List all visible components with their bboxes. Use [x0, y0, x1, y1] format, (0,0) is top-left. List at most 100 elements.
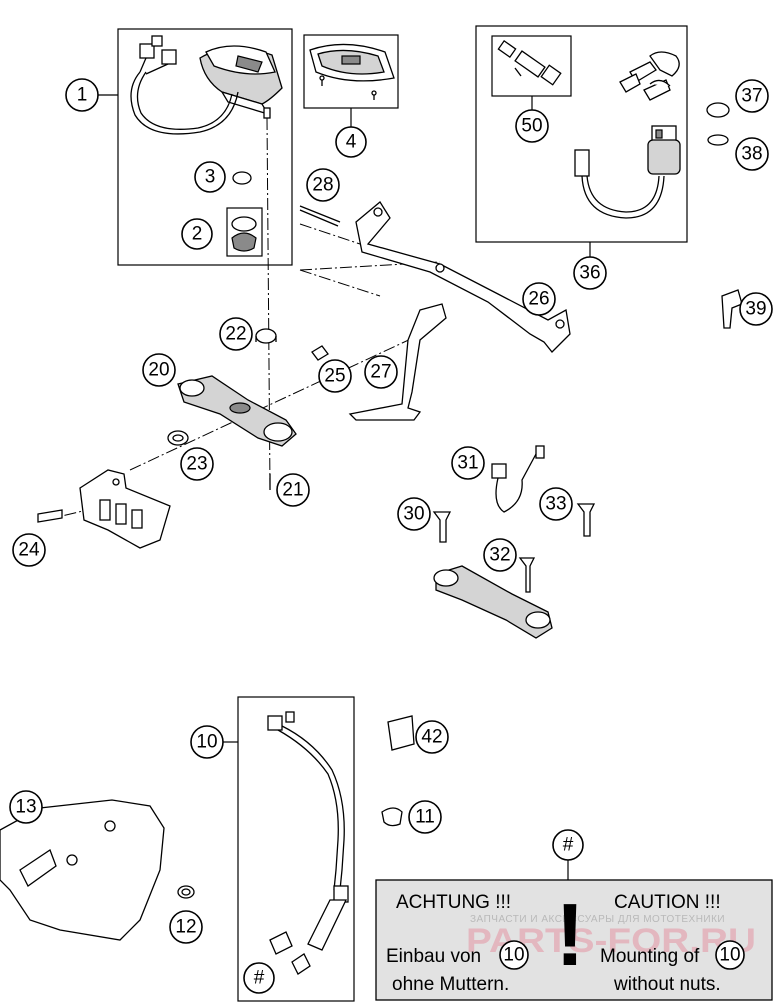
svg-text:21: 21	[282, 480, 303, 501]
speedometer-part	[130, 35, 283, 135]
svg-text:3: 3	[205, 167, 216, 188]
notice-title-en: CAUTION !!!	[614, 892, 721, 913]
svg-text:37: 37	[741, 86, 762, 107]
callout-33: 33	[539, 487, 573, 521]
rubber-bushing-23-part	[167, 430, 189, 446]
svg-text:13: 13	[15, 797, 36, 818]
svg-text:25: 25	[324, 366, 345, 387]
svg-text:10: 10	[503, 945, 524, 966]
svg-text:27: 27	[370, 362, 391, 383]
svg-text:31: 31	[457, 453, 478, 474]
bolt-30-part	[432, 511, 452, 543]
callout-2: 2	[181, 218, 213, 250]
svg-text:42: 42	[421, 727, 442, 748]
spacer-25-part	[311, 345, 329, 361]
handlebar-clamp-part	[177, 375, 297, 447]
seal-ring-part	[232, 171, 252, 185]
callout-20: 20	[142, 353, 176, 387]
callout-11: 11	[408, 800, 442, 834]
callout-31: 31	[451, 446, 485, 480]
number-plate-bracket-part	[37, 469, 171, 549]
notice-line2-en: without nuts.	[613, 974, 721, 995]
svg-text:36: 36	[579, 263, 600, 284]
callout-37: 37	[735, 79, 769, 113]
svg-text:39: 39	[745, 299, 766, 320]
nut-12-part	[177, 885, 195, 899]
callout-hash-sensor: #	[243, 962, 275, 994]
svg-text:11: 11	[415, 807, 435, 828]
svg-text:26: 26	[528, 289, 549, 310]
callout-32: 32	[483, 538, 517, 572]
svg-text:1: 1	[77, 85, 88, 106]
callout-30: 30	[397, 497, 431, 531]
callout-39: 39	[739, 292, 773, 326]
svg-text:2: 2	[192, 224, 203, 245]
svg-text:33: 33	[545, 494, 566, 515]
callout-23: 23	[180, 447, 214, 481]
callout-36: 36	[573, 256, 607, 290]
speed-sensor-cable-part	[267, 711, 349, 975]
callout-24: 24	[12, 533, 46, 567]
notice-line2-de: ohne Muttern.	[392, 974, 509, 995]
ignition-switch-part	[574, 125, 681, 219]
notice-line1-de: Einbau von	[386, 946, 481, 967]
svg-text:10: 10	[196, 732, 217, 753]
bolt-33-part	[576, 503, 596, 537]
keys-part	[619, 51, 680, 101]
callout-10: 10	[190, 725, 224, 759]
callout-3: 3	[194, 161, 226, 193]
washer-part	[707, 134, 729, 146]
nut-ring-part	[706, 102, 730, 118]
callout-28: 28	[306, 168, 340, 202]
svg-text:22: 22	[225, 324, 246, 345]
key-cylinder-part	[497, 39, 562, 86]
leader-lines	[98, 94, 591, 880]
callout-22: 22	[219, 317, 253, 351]
rubber-grommet-part	[226, 207, 263, 257]
clamp-32-part	[433, 557, 553, 639]
notice-ref-de: 10	[499, 940, 529, 970]
bolt-28-part	[299, 205, 341, 227]
cable-clip-11-part	[381, 807, 403, 827]
notice-ref-en: 10	[715, 940, 745, 970]
group-box-speedometer	[117, 28, 293, 266]
callout-42: 42	[415, 720, 449, 754]
callout-13: 13	[9, 790, 43, 824]
svg-text:#: #	[254, 968, 265, 989]
ignition-key-part	[721, 289, 743, 329]
callout-27: 27	[364, 355, 398, 389]
svg-text:20: 20	[148, 360, 169, 381]
callout-38: 38	[735, 137, 769, 171]
callout-21: 21	[276, 473, 310, 507]
callout-12: 12	[169, 910, 203, 944]
callout-1: 1	[65, 78, 99, 112]
warning-notice-panel: ACHTUNG !!! CAUTION !!! ЗАПЧАСТИ И АКСЕС…	[375, 879, 773, 1001]
callout-26: 26	[522, 282, 556, 316]
callout-25: 25	[318, 359, 352, 393]
svg-text:10: 10	[719, 945, 740, 966]
svg-text:24: 24	[18, 540, 40, 561]
callout-4: 4	[335, 126, 367, 158]
svg-text:12: 12	[175, 917, 196, 938]
speedometer-cover-part	[309, 43, 395, 100]
callout-hash-notice: #	[552, 829, 584, 861]
svg-text:4: 4	[346, 132, 357, 153]
svg-text:32: 32	[489, 545, 510, 566]
svg-text:50: 50	[521, 116, 542, 137]
sensor-cable-part	[491, 445, 545, 513]
svg-text:#: #	[563, 835, 574, 856]
notice-line1-en: Mounting of	[600, 946, 700, 967]
svg-text:23: 23	[186, 454, 207, 475]
cable-clip-42-part	[387, 715, 415, 751]
exclamation-mark: !	[555, 885, 584, 984]
svg-text:30: 30	[403, 504, 424, 525]
group-box-speed-sensor	[237, 696, 355, 1002]
watermark-tagline: ЗАПЧАСТИ И АКСЕССУАРЫ ДЛЯ МОТОТЕХНИКИ	[470, 914, 725, 925]
support-bracket-part	[348, 303, 447, 421]
group-box-ignition-lock	[475, 25, 688, 243]
bracket-part	[355, 201, 571, 353]
brake-disc-guard-part	[0, 799, 165, 941]
svg-text:38: 38	[741, 144, 762, 165]
callout-50: 50	[515, 109, 549, 143]
